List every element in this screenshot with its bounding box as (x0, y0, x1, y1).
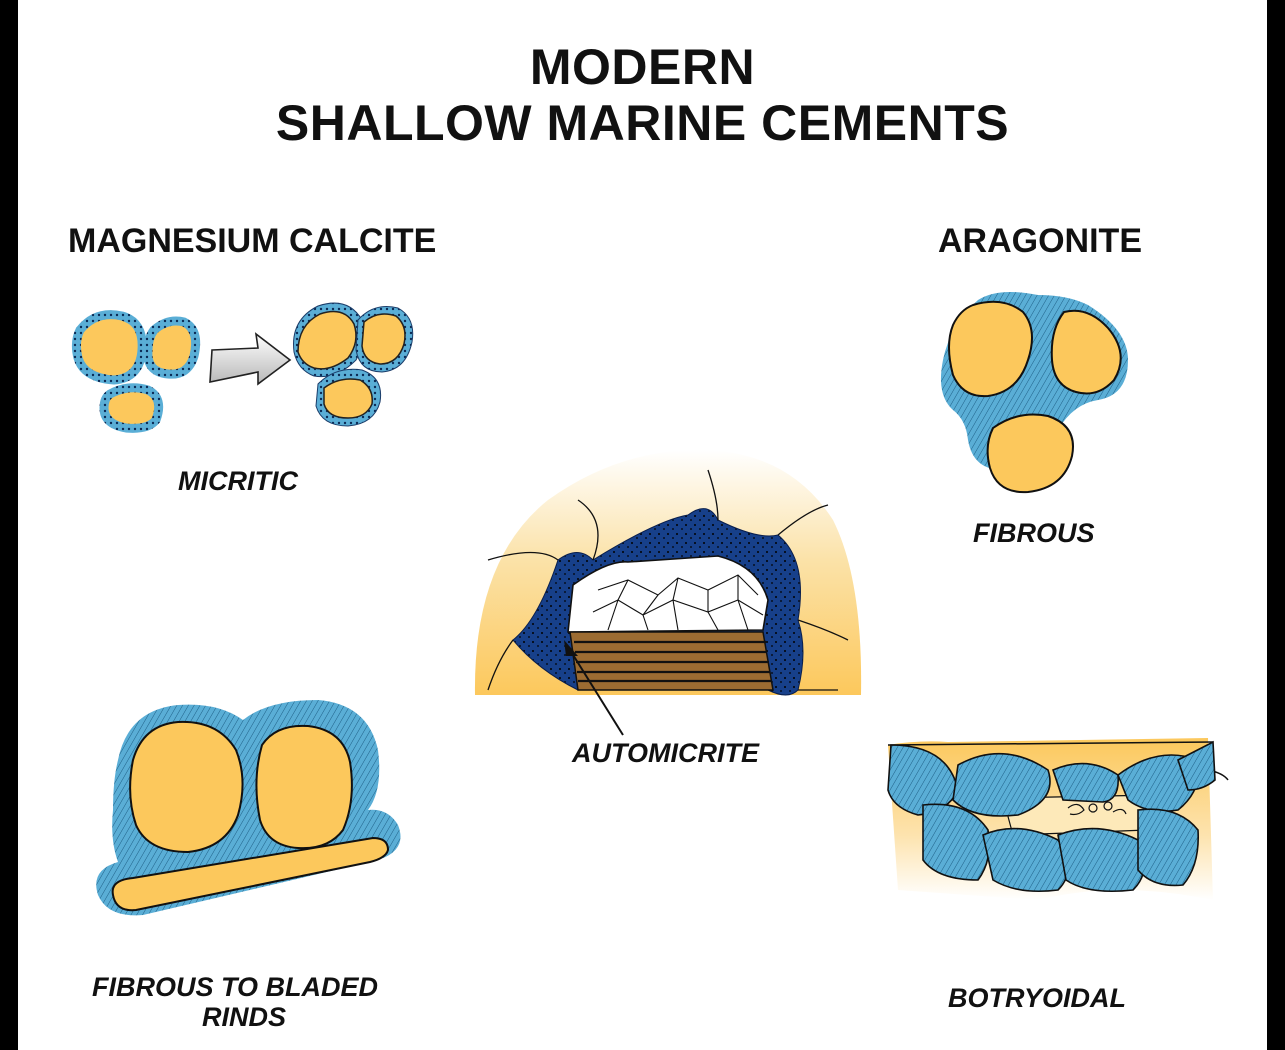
arrow-icon (210, 334, 290, 384)
caption-fibrous-to-bladed: FIBROUS TO BLADED (92, 972, 378, 1003)
botryoidal-figure (888, 738, 1228, 900)
caption-rinds: RINDS (202, 1002, 286, 1033)
diagram-canvas: MODERN SHALLOW MARINE CEMENTS MAGNESIUM … (18, 0, 1267, 1050)
caption-micritic: MICRITIC (178, 466, 298, 497)
caption-automicrite: AUTOMICRITE (572, 738, 759, 769)
caption-fibrous: FIBROUS (973, 518, 1095, 549)
micritic-grains-before (76, 315, 195, 429)
caption-botryoidal: BOTRYOIDAL (948, 983, 1126, 1014)
aragonite-fibrous-figure (941, 292, 1128, 492)
automicrite-figure (475, 450, 861, 735)
micritic-grains-after (294, 303, 413, 426)
bladed-rinds-figure (96, 700, 400, 915)
